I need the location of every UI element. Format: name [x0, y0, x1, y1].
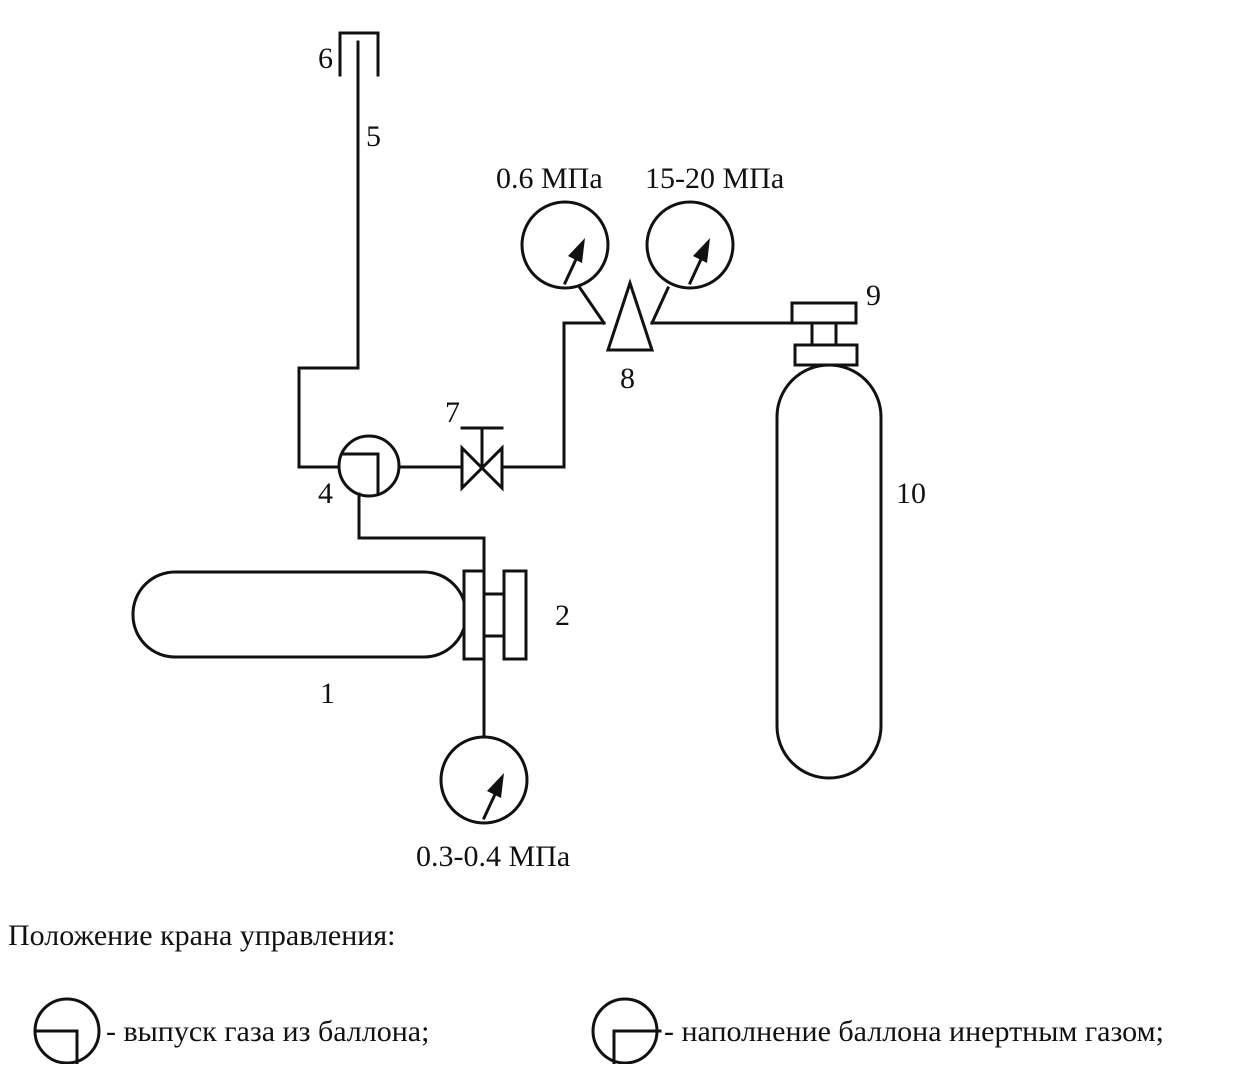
cylinder-valve-9	[790, 301, 859, 367]
label-5: 5	[366, 120, 381, 153]
label-4: 4	[318, 477, 333, 510]
pipe-4-2	[357, 492, 486, 574]
shutoff-valve-7	[460, 426, 504, 492]
legend-release: - выпуск газа из баллона;	[106, 1015, 429, 1048]
label-7: 7	[445, 396, 460, 429]
fill-position-icon	[591, 997, 662, 1066]
pipe-line-5	[297, 40, 360, 469]
label-8: 8	[620, 362, 635, 395]
gauge-label-high: 15-20 МПа	[645, 162, 784, 195]
legend-title: Положение крана управления:	[8, 919, 396, 952]
control-valve-4	[337, 434, 401, 498]
vent-cap	[338, 31, 380, 77]
label-2: 2	[555, 599, 570, 632]
gauge-label-low: 0.6 МПа	[496, 162, 603, 195]
valve-2	[462, 569, 528, 661]
gauge-label-bottom: 0.3-0.4 МПа	[416, 840, 570, 873]
label-9: 9	[866, 279, 881, 312]
inert-gas-cylinder-10	[775, 363, 883, 780]
gauge-low-pressure	[520, 200, 610, 326]
release-position-icon	[33, 997, 101, 1066]
gauge-cylinder-pressure	[439, 735, 529, 825]
legend-fill: - наполнение баллона инертным газом;	[664, 1015, 1164, 1048]
label-6: 6	[318, 42, 333, 75]
reducer-8	[605, 278, 655, 352]
cylinder-1	[131, 570, 468, 659]
gauge-high-pressure	[645, 200, 735, 325]
pipe-7-8	[500, 321, 606, 469]
label-1: 1	[320, 677, 335, 710]
label-10: 10	[896, 477, 926, 510]
